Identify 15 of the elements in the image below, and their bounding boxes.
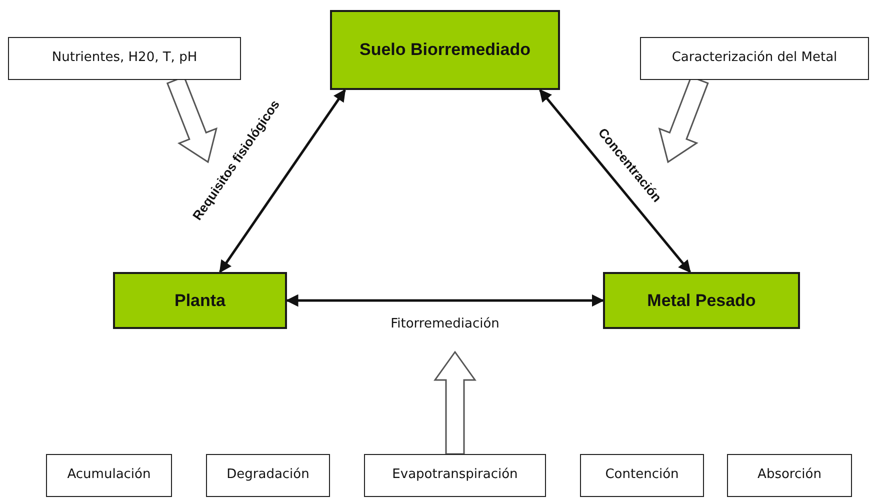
concept-box: Metal Pesado — [603, 272, 800, 329]
factor-box: Evapotranspiración — [364, 454, 546, 497]
double-arrow — [218, 88, 346, 274]
factor-box: Acumulación — [46, 454, 172, 497]
factor-box: Absorción — [727, 454, 852, 497]
factor-box: Degradación — [206, 454, 330, 497]
double-arrow — [539, 89, 692, 273]
factor-box: Nutrientes, H20, T, pH — [8, 37, 241, 80]
concept-box: Suelo Biorremediado — [330, 10, 560, 90]
block-arrow — [434, 350, 476, 455]
concept-box: Planta — [113, 272, 287, 329]
edge-label: Fitorremediación — [390, 316, 500, 332]
double-arrow — [286, 294, 604, 307]
factor-box: Caracterización del Metal — [640, 37, 869, 80]
factor-box: Contención — [580, 454, 704, 497]
